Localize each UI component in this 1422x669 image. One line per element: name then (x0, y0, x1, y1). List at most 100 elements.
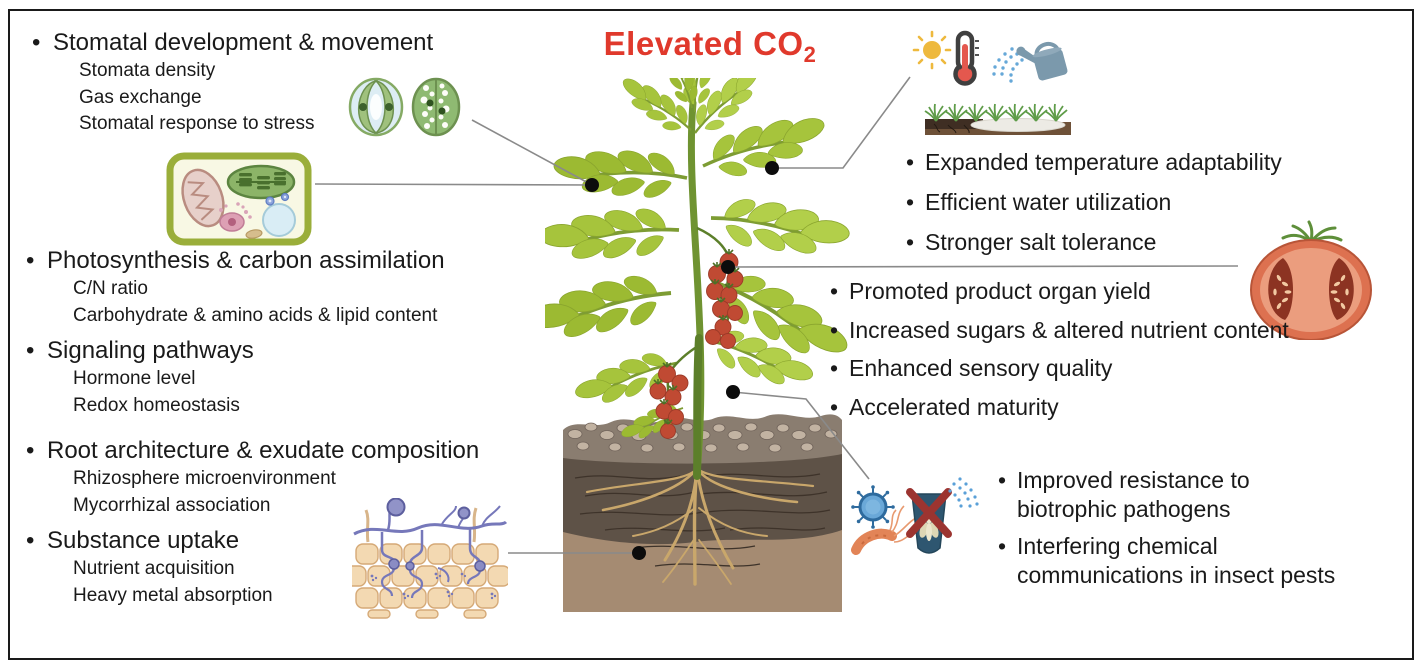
right-item: • Stronger salt tolerance (906, 222, 1282, 262)
section-item: Rhizosphere microenvironment (73, 468, 336, 489)
left-section-signaling: • Signaling pathways Hormone level Redox … (26, 336, 254, 419)
right-section-fruit: • Promoted product organ yield • Increased… (830, 272, 1289, 426)
tomato-plant-illustration (545, 78, 855, 612)
section-item: Heavy metal absorption (73, 584, 273, 606)
fungal-spore (457, 506, 471, 520)
section-item: Hormone level (73, 368, 196, 389)
bullet: • (998, 467, 1007, 493)
section-item: Redox homeostasis (73, 394, 240, 416)
heading-text: Signaling pathways (47, 337, 254, 364)
left-section-uptake: • Substance uptake Nutrient acquisition H… (26, 526, 273, 609)
item-text: Efficient water utilization (925, 189, 1172, 215)
heading-text: Photosynthesis & carbon assimilation (47, 247, 445, 274)
root-cells (352, 543, 508, 619)
fungal-spore (386, 498, 406, 517)
item-text: Stronger salt tolerance (925, 229, 1157, 255)
thermometer-icon (953, 30, 979, 86)
vesicles (388, 558, 486, 572)
virus-icon (851, 485, 895, 529)
title-text: Elevated CO (603, 25, 804, 62)
section-item: Carbohydrate & amino acids & lipid conte… (73, 304, 438, 326)
tomato-seeds (1273, 274, 1349, 310)
bullet: • (26, 337, 35, 364)
right-item: • Promoted product organ yield (830, 272, 1289, 311)
heading-text: Stomatal development & movement (53, 29, 434, 56)
heading-text: Substance uptake (47, 527, 240, 554)
plant-cell-icon (166, 152, 312, 246)
item-text: Enhanced sensory quality (849, 355, 1113, 381)
chloroplast (226, 164, 296, 200)
bullet: • (998, 533, 1007, 559)
grass-salinity-icon (924, 103, 1071, 135)
golgi (219, 202, 252, 232)
right-item: • Increased sugars & altered nutrient con… (830, 311, 1289, 350)
plant-stem-lower (693, 334, 703, 480)
section-heading: • Root architecture & exudate composition (26, 436, 479, 466)
arbuscules (370, 572, 497, 600)
right-item: • Enhanced sensory quality (830, 349, 1289, 388)
bullet: • (830, 316, 839, 343)
item-text: Accelerated maturity (849, 393, 1059, 420)
item-text: Improved resistance to biotrophic pathog… (1017, 467, 1250, 522)
figure-border (8, 9, 1414, 660)
item-text: Increased sugars & altered nutrient cont… (849, 316, 1289, 343)
fungal-hyphae (353, 503, 508, 599)
starch-granule (245, 229, 263, 239)
title-subscript: 2 (803, 42, 817, 67)
peroxisomes (265, 192, 290, 206)
watering-can-icon (1016, 41, 1068, 81)
mitochondrion (181, 168, 225, 228)
right-item: • Interfering chemical communications in … (998, 532, 1350, 590)
stomata-icon (348, 77, 461, 137)
bullet: • (32, 29, 41, 56)
item-text: Promoted product organ yield (849, 278, 1151, 304)
bullet: • (26, 247, 35, 274)
item-text: Interfering chemical communications in i… (1017, 533, 1336, 588)
bullet: • (906, 229, 915, 255)
section-heading: • Substance uptake (26, 526, 273, 556)
root-hair (364, 509, 370, 543)
section-heading: • Stomatal development & movement (32, 28, 433, 58)
right-item: • Accelerated maturity (830, 388, 1289, 427)
root-hair (472, 507, 478, 543)
right-section-pests: • Improved resistance to biotrophic patho… (998, 466, 1350, 598)
right-section-environment: • Expanded temperature adaptability • Effi… (906, 142, 1282, 262)
vacuole (262, 203, 296, 237)
heading-text: Root architecture & exudate composition (47, 437, 480, 464)
tomato-calyx (1281, 220, 1343, 244)
bullet: • (830, 355, 839, 381)
sun-icon (912, 30, 952, 70)
section-heading: • Photosynthesis & carbon assimilation (26, 246, 445, 276)
water-spray-icon (992, 47, 1024, 83)
section-item: C/N ratio (73, 278, 148, 299)
figure-title: Elevated CO2 (565, 25, 855, 67)
bullet: • (26, 527, 35, 554)
right-item: • Expanded temperature adaptability (906, 142, 1282, 182)
bullet: • (906, 189, 915, 215)
bullet: • (26, 437, 35, 464)
section-item: Stomatal response to stress (79, 113, 315, 134)
tomato-fruit-clusters (649, 226, 744, 439)
section-item: Gas exchange (79, 86, 202, 108)
pathogen-icons (851, 477, 979, 555)
mycorrhiza-icon (352, 498, 508, 619)
bullet: • (830, 393, 839, 420)
section-item: Nutrient acquisition (73, 558, 235, 579)
section-item: Stomata density (79, 60, 216, 81)
fine-roots (574, 473, 831, 567)
right-item: • Efficient water utilization (906, 182, 1282, 222)
left-section-photosynthesis: • Photosynthesis & carbon assimilation C/… (26, 246, 445, 329)
item-text: Expanded temperature adaptability (925, 149, 1282, 175)
section-heading: • Signaling pathways (26, 336, 254, 366)
bullet: • (906, 149, 915, 175)
bullet: • (830, 278, 839, 304)
left-section-stomatal: • Stomatal development & movement Stomata… (32, 28, 433, 138)
x-mark (906, 488, 952, 538)
climate-icons (912, 30, 1068, 86)
right-item: • Improved resistance to biotrophic patho… (998, 466, 1350, 524)
pheromone-spray-icon (948, 477, 979, 508)
section-item: Mycorrhizal association (73, 494, 271, 516)
tomato-cross-section-icon (1250, 220, 1372, 340)
insect-pest-banned-icon (906, 488, 952, 554)
